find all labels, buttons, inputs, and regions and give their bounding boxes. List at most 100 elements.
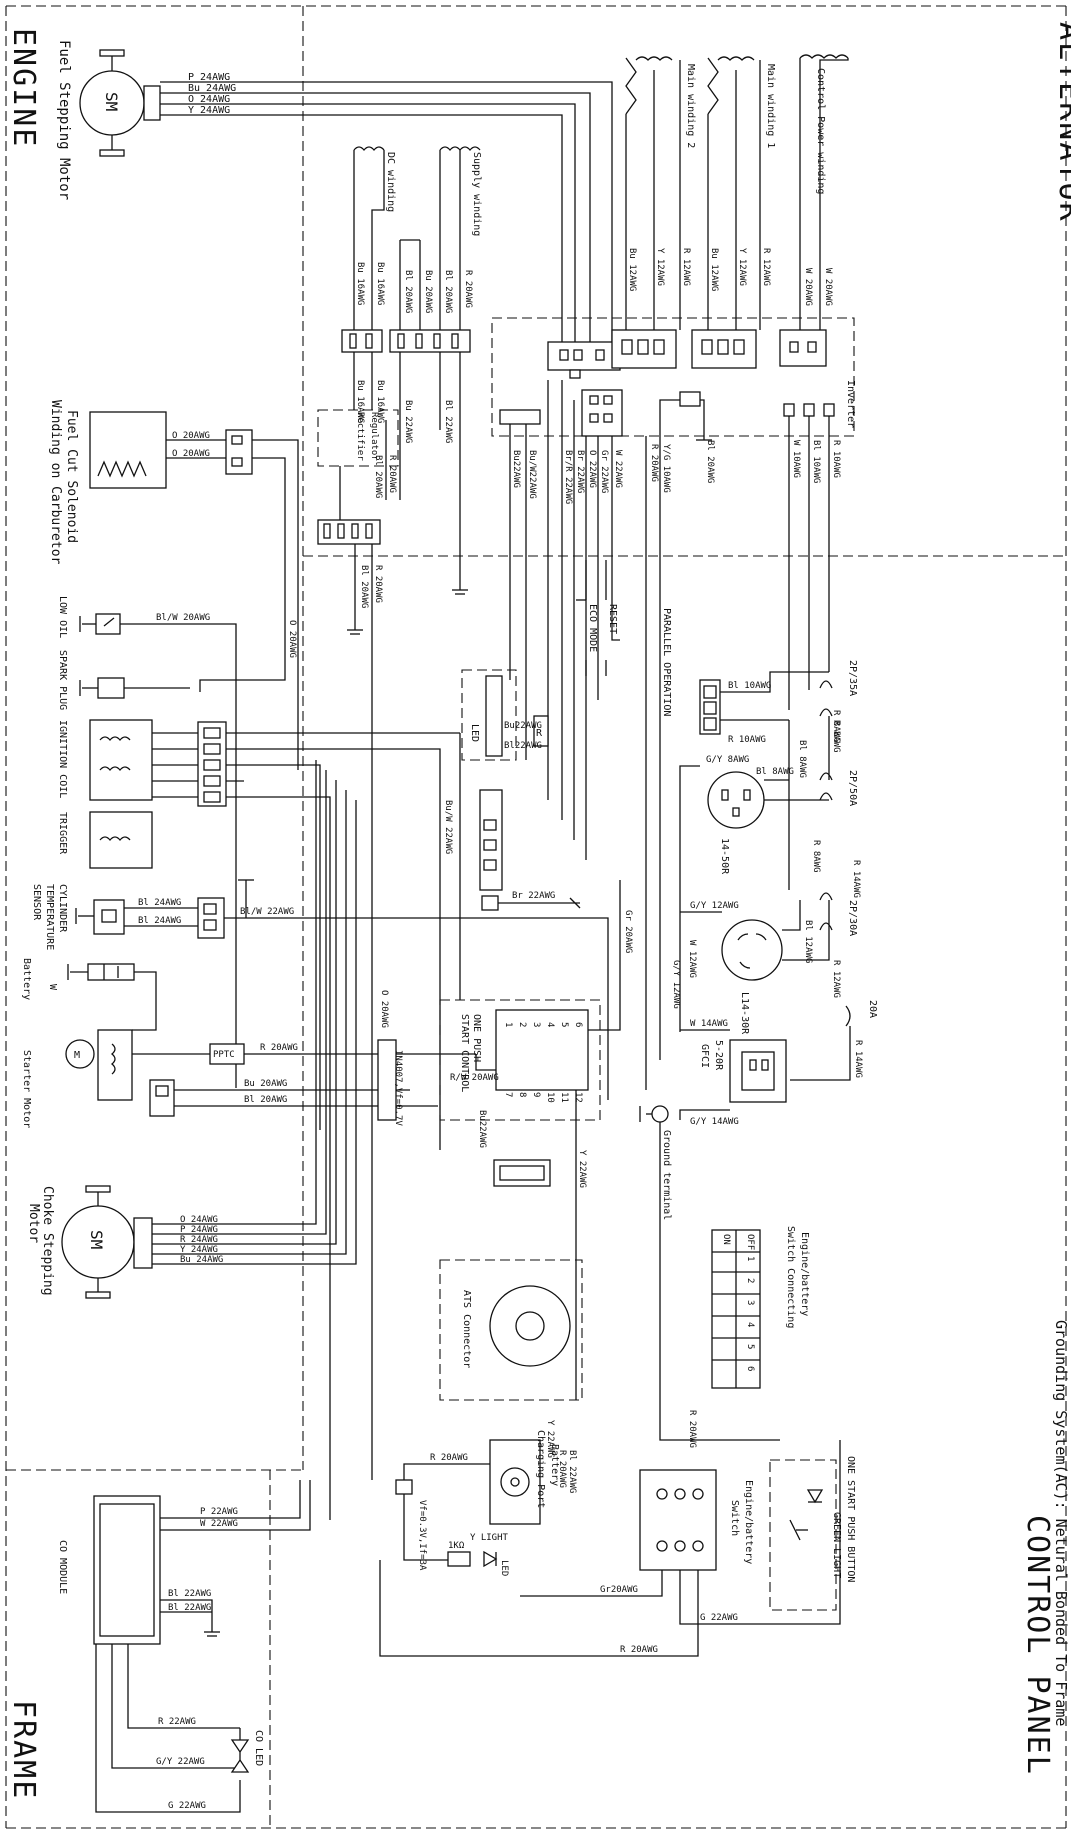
pin-number-label: 5 bbox=[559, 1022, 569, 1027]
ground-terminal-label: Ground terminal bbox=[661, 1130, 672, 1220]
ignition-coil-label: IGNITION COIL bbox=[57, 720, 68, 798]
breaker-2p35-label: 2P/35A bbox=[847, 660, 858, 696]
buw22a-label: Bu/W22AWG bbox=[527, 450, 537, 499]
bl8b-label: Bl 8AWG bbox=[756, 767, 794, 777]
r8b-label: R 8AWG bbox=[811, 840, 821, 873]
diode2-label: Vf=0.3V,If=3A bbox=[417, 1500, 427, 1571]
pin-number-label: 1 bbox=[503, 1022, 513, 1027]
led-label: LED bbox=[469, 724, 480, 742]
bl22led-label: Bl22AWG bbox=[504, 741, 542, 751]
co-led-label: CO LED bbox=[253, 1730, 264, 1766]
regulator-label: Regulator bbox=[369, 412, 379, 461]
bw20-label: Bl/W 20AWG bbox=[156, 613, 210, 623]
bu16b-label: Bu 16AWG bbox=[355, 380, 365, 423]
pptc-label: PPTC bbox=[213, 1050, 235, 1060]
yg10-label: Y/G 10AWG bbox=[661, 444, 671, 493]
eb-table-header: 5 bbox=[745, 1344, 755, 1349]
bl22-label: Bl 22AWG bbox=[443, 400, 453, 443]
bw22-label: Bl/W 22AWG bbox=[240, 907, 294, 917]
fsm-wire-label: Y 24AWG bbox=[188, 105, 230, 116]
fsm-sm-label: SM bbox=[102, 92, 121, 111]
eb-on-label: ON bbox=[721, 1234, 731, 1245]
inverter-label: Inverter bbox=[845, 380, 856, 428]
trigger-label: TRIGGER bbox=[57, 812, 68, 855]
bl10-led-label: Bl 10AWG bbox=[728, 681, 771, 691]
eb-conn-label-2: Switch Connecting bbox=[785, 1226, 796, 1328]
bl22b-label: Bl 22AWG bbox=[168, 1589, 211, 1599]
alt-w20-label: W 20AWG bbox=[803, 268, 813, 306]
choke-sm-label: SM bbox=[87, 1230, 106, 1249]
r22-label: R 22AWG bbox=[158, 1717, 196, 1727]
fsm-wire-label: Bu 24AWG bbox=[188, 83, 236, 94]
sup-bu20-label: Bu 20AWG bbox=[423, 270, 433, 313]
dc-bu16a-label: Bu 16AWG bbox=[375, 262, 385, 305]
one-push-label-2: START CONTROL bbox=[459, 1014, 470, 1092]
main-winding-1-label: Main winding 1 bbox=[765, 64, 776, 148]
fuel-cut-label-2: Winding on Carburetor bbox=[48, 400, 63, 565]
supply-winding-label: Supply winding bbox=[471, 152, 482, 236]
engine-sensors: Bl/W 20AWG LOW OIL SPARK PLUG IGNITION C… bbox=[57, 596, 460, 1520]
eb-table-header: 6 bbox=[745, 1366, 755, 1371]
dc-winding-label: DC winding bbox=[385, 152, 396, 212]
eco-mode-label: ECO MODE bbox=[587, 604, 598, 652]
bu22-label: Bu 22AWG bbox=[403, 400, 413, 443]
gy12-label: G/Y 12AWG bbox=[690, 901, 739, 911]
alt-r12b-label: R 12AWG bbox=[681, 248, 691, 286]
w22-label: W 22AWG bbox=[613, 450, 623, 488]
choke-wire-label: Y 24AWG bbox=[180, 1245, 218, 1255]
bl20-d-label: Bl 20AWG bbox=[359, 565, 369, 608]
engine-title: ENGINE bbox=[6, 28, 41, 148]
eb-conn-label-1: Engine/battery bbox=[799, 1232, 810, 1316]
o22-label: O 22AWG bbox=[587, 450, 597, 488]
led-block: LED R Bu22AWG Bl22AWG Br 22AWG Gr 20AWG bbox=[461, 669, 633, 1010]
pin-number-label: 3 bbox=[531, 1022, 541, 1027]
bu22awg-label: Bu22AWG bbox=[511, 450, 521, 488]
g22b-label: G 22AWG bbox=[700, 1613, 738, 1623]
bl20d-label: Bl 20AWG bbox=[244, 1095, 287, 1105]
one-push-start-control: ONE PUSH START CONTROL R/W 20AWG Bu22AWG… bbox=[377, 733, 621, 1400]
choke-wire-label: Bu 24AWG bbox=[180, 1255, 223, 1265]
alt-bu12b-label: Bu 12AWG bbox=[627, 248, 637, 291]
spark-plug-label: SPARK PLUG bbox=[57, 650, 68, 710]
bl24a-label: Bl 24AWG bbox=[138, 898, 181, 908]
alt-r12a-label: R 12AWG bbox=[761, 248, 771, 286]
g22-label: G 22AWG bbox=[168, 1801, 206, 1811]
gr20b-label: Gr20AWG bbox=[600, 1585, 638, 1595]
r20a-label: R 20AWG bbox=[387, 455, 397, 493]
section-borders bbox=[5, 5, 1067, 1829]
br22b-label: Br 22AWG bbox=[512, 891, 555, 901]
low-oil-label: LOW OIL bbox=[57, 596, 68, 638]
co-module: CO MODULE P 22AWG W 22AWG Bl 22AWG Bl 22… bbox=[57, 1480, 311, 1813]
ats-connector-label: ATS Connector bbox=[461, 1290, 472, 1368]
o20d-label: O 20AWG bbox=[379, 990, 389, 1028]
battery-w-label: W bbox=[47, 984, 58, 991]
fsm-wire-label: O 24AWG bbox=[188, 94, 230, 105]
gy12b-label: G/Y 12AWG bbox=[671, 960, 681, 1009]
sup-bl20b-label: Bl 20AWG bbox=[403, 270, 413, 313]
choke-wire-label: O 24AWG bbox=[180, 1215, 218, 1225]
bu22c-label: Bu22AWG bbox=[477, 1110, 487, 1148]
grounding-note: Grounding System(AC): Netural Bonded To … bbox=[1052, 1320, 1070, 1726]
r14b-label: R 14AWG bbox=[853, 1040, 863, 1078]
w22b-label: W 22AWG bbox=[200, 1519, 238, 1529]
r20e-label: R 20AWG bbox=[430, 1453, 468, 1463]
r14a-label: R 14AWG bbox=[851, 860, 861, 898]
dc-bu16b-label: Bu 16AWG bbox=[355, 262, 365, 305]
br22-label: Br 22AWG bbox=[575, 450, 585, 493]
gy8-label: G/Y 8AWG bbox=[706, 755, 749, 765]
ground-terminal: Ground terminal bbox=[639, 1105, 780, 1441]
eb-table-header: 4 bbox=[745, 1322, 755, 1327]
inverter-outputs: R 10AWG Bl 10AWG W 10AWG Bl 20AWG Y/G 10… bbox=[499, 380, 841, 1090]
pin-number-label: 8 bbox=[517, 1092, 527, 1097]
fc-o2-label: O 20AWG bbox=[172, 449, 210, 459]
cyl-temp-label-3: SENSOR bbox=[31, 884, 42, 921]
pin-number-label: 9 bbox=[531, 1092, 541, 1097]
bu16-label: Bu 16AWG bbox=[375, 380, 385, 423]
eb-table-header: 2 bbox=[745, 1278, 755, 1283]
bu22led-label: Bu22AWG bbox=[504, 721, 542, 731]
choke-label-1: Choke Stepping bbox=[40, 1186, 55, 1296]
cylinder-temp-sensor: CYLINDER TEMPERATURE SENSOR Bl 24AWG Bl … bbox=[31, 879, 609, 1100]
fuel-stepping-motor: SM Fuel Stepping Motor bbox=[56, 40, 161, 200]
